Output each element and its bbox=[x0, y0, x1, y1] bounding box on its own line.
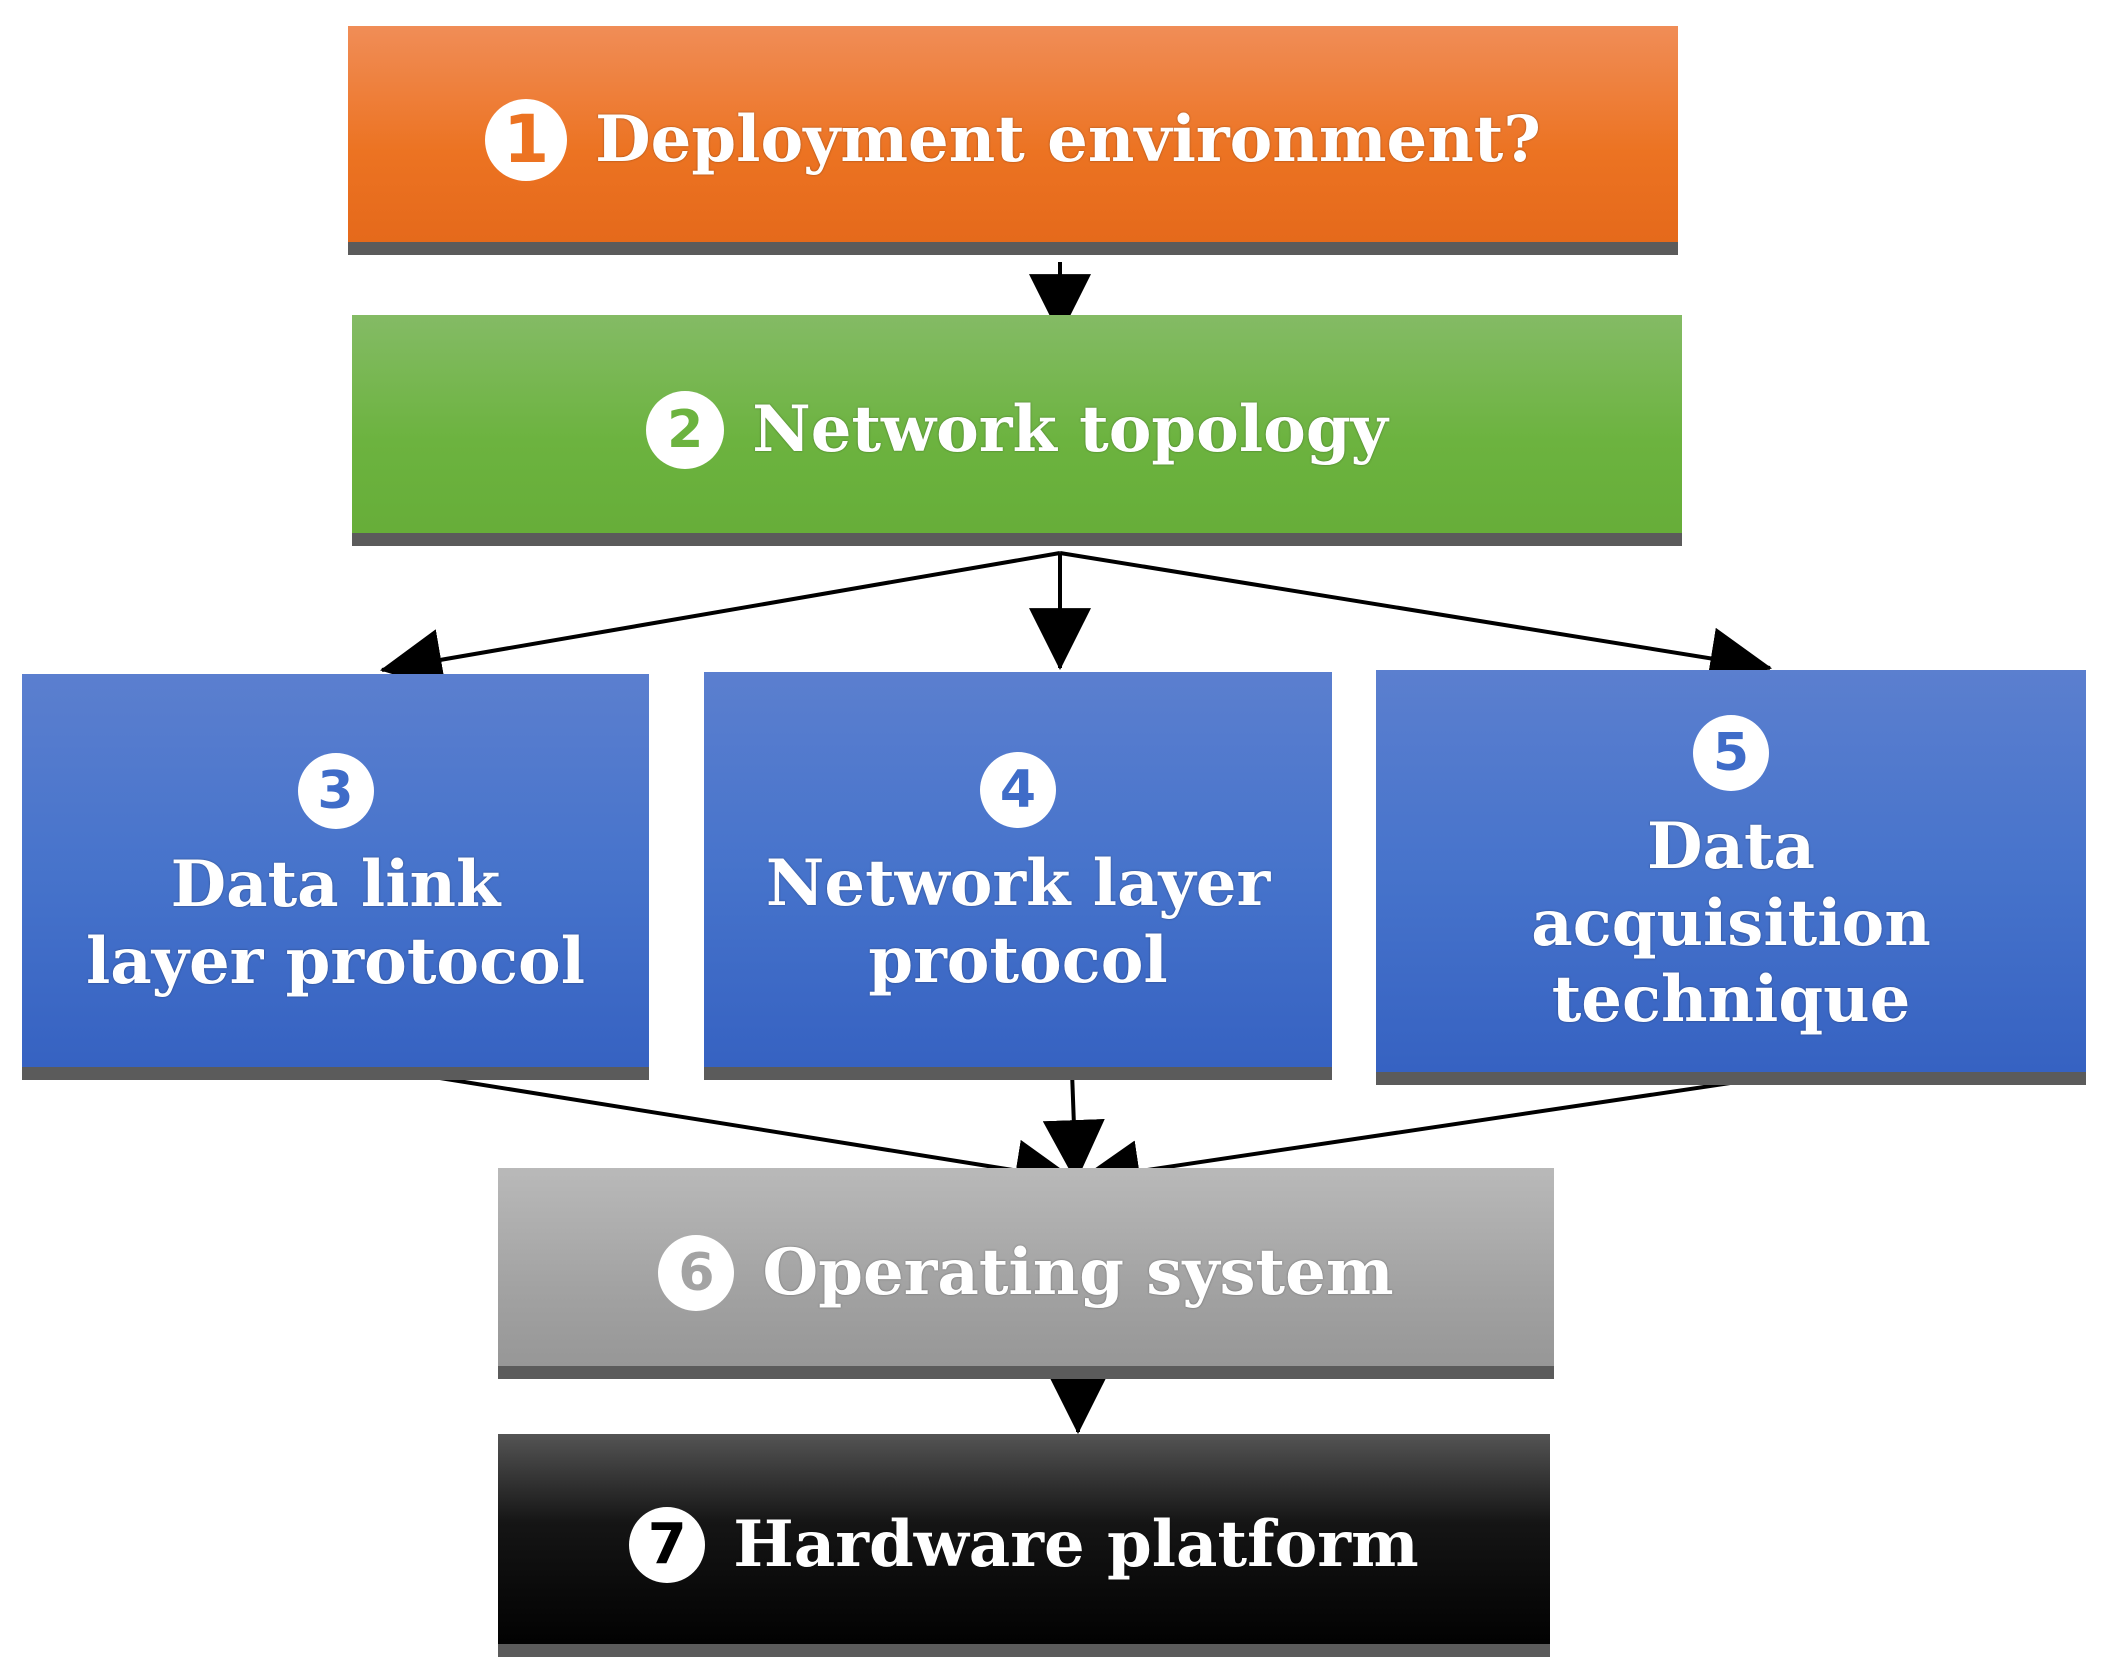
node-deployment-environment: 1 Deployment environment? bbox=[348, 26, 1678, 255]
arrow-5-to-6 bbox=[1077, 1073, 1785, 1202]
number-3-badge: 3 bbox=[297, 752, 374, 829]
node-operating-system: 6 Operating system bbox=[498, 1168, 1554, 1379]
arrow-4-to-6 bbox=[1042, 1071, 1105, 1183]
node-label: Data link layer protocol bbox=[85, 846, 586, 999]
number-6-badge: 6 bbox=[658, 1234, 735, 1311]
node-label: Network topology bbox=[752, 391, 1388, 467]
number-2-badge: 2 bbox=[646, 391, 725, 469]
arrow-2-to-5 bbox=[1059, 551, 1773, 690]
node-data-acquisition-technique: 5 Data acquisition technique bbox=[1376, 670, 2086, 1085]
arrow-2-to-3 bbox=[379, 551, 1061, 691]
arrow-3-to-6 bbox=[389, 1068, 1078, 1202]
node-hardware-platform: 7 Hardware platform bbox=[498, 1434, 1550, 1657]
node-label: Operating system bbox=[762, 1234, 1394, 1310]
number-1-badge: 1 bbox=[485, 99, 568, 181]
number-7-badge: 7 bbox=[629, 1506, 706, 1583]
number-4-badge: 4 bbox=[980, 751, 1056, 828]
node-label: Data acquisition technique bbox=[1531, 808, 1931, 1038]
number-5-badge: 5 bbox=[1693, 714, 1769, 791]
node-label: Deployment environment? bbox=[595, 101, 1541, 177]
node-label: Hardware platform bbox=[733, 1506, 1419, 1582]
node-label: Network layer protocol bbox=[765, 845, 1271, 998]
node-data-link-layer-protocol: 3 Data link layer protocol bbox=[22, 674, 649, 1080]
node-network-topology: 2 Network topology bbox=[352, 315, 1682, 546]
node-network-layer-protocol: 4 Network layer protocol bbox=[704, 672, 1332, 1080]
